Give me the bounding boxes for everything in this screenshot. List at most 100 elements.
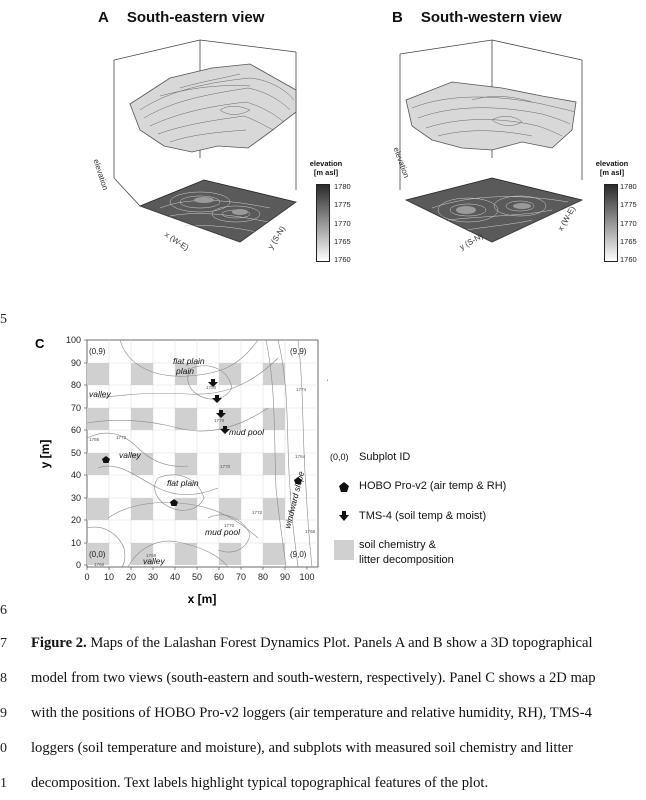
y-tick-label: 70: [71, 403, 81, 413]
colorbar-tick: 1775: [620, 200, 637, 210]
y-tick-labels: 0 10 20 30 40 50 60 70 80 90 100: [66, 335, 81, 570]
y-tick-label: 50: [71, 448, 81, 458]
x-tick-label: 100: [299, 572, 314, 582]
y-tick-label: 0: [76, 560, 81, 570]
contour-label: 1768: [146, 553, 157, 558]
tms-marker: [220, 426, 230, 434]
x-axis-title: x [m]: [188, 592, 217, 606]
legend-soil-label: soil chemistry & litter decomposition: [359, 538, 454, 568]
subplot-id: (0,0): [89, 550, 106, 559]
legend-hobo-marker: [339, 482, 349, 492]
x-tick-label: 80: [258, 572, 268, 582]
contour-label: 1764: [295, 454, 306, 459]
colorbar-title-line2: [m asl]: [313, 167, 339, 177]
axis-ticks: [84, 339, 308, 570]
line-number: 5: [0, 312, 7, 327]
line-number: 6: [0, 603, 7, 618]
tms-marker: [212, 395, 222, 403]
legend-soil-label-line2: litter decomposition: [359, 554, 454, 566]
panel-a-letter: A: [98, 9, 109, 26]
feature-label: flat plain: [173, 356, 205, 366]
colorbar-title-line1: elevation: [595, 159, 629, 168]
legend-subplot-id-symbol: (0,0): [330, 452, 349, 462]
colorbar-tick: 1765: [334, 236, 351, 246]
soil-subplots: [87, 363, 285, 565]
feature-label: mud pool: [205, 527, 241, 537]
hobo-loggers: [102, 456, 302, 506]
panel-c-letter: C: [35, 336, 45, 351]
legend-tms-marker: [339, 511, 349, 521]
y-tick-label: 90: [71, 358, 81, 368]
feature-label: valley: [89, 389, 111, 399]
panel-a-colorbar-title: elevation [m asl]: [300, 159, 352, 177]
y-tick-label: 100: [66, 335, 81, 345]
panel-b-title: B South-western view: [392, 9, 562, 26]
figure-caption-line-2: model from two views (south-eastern and …: [31, 670, 596, 686]
colorbar-tick: 1760: [620, 255, 637, 264]
x-tick-label: 10: [104, 572, 114, 582]
colorbar-tick: 1770: [620, 218, 637, 228]
y-tick-label: 60: [71, 425, 81, 435]
legend-hobo-label: HOBO Pro-v2 (air temp & RH): [359, 480, 507, 492]
feature-label: mud pool: [229, 427, 265, 437]
panel-b-letter: B: [392, 9, 403, 26]
figure-caption-line-1: Figure 2. Maps of the Lalashan Forest Dy…: [31, 636, 593, 651]
panel-b-colorbar-title: elevation [m asl]: [586, 159, 638, 177]
legend-subplot-id-label: Subplot ID: [359, 451, 411, 463]
panel-b-title-text: South-western view: [420, 9, 562, 26]
figure-label: Figure 2.: [31, 635, 87, 651]
legend-soil-swatch: [334, 540, 354, 560]
panel-b-colorbar: [604, 184, 618, 262]
corner-subplot-ids: (0,9) (9,9) (0,0) (9,0): [89, 347, 307, 559]
contour-label: 1780: [206, 385, 217, 390]
contour-label: 1760: [94, 562, 105, 567]
feature-label-plain-word: plain: [175, 366, 194, 376]
line-number: 0: [0, 741, 7, 756]
y-tick-label: 20: [71, 515, 81, 525]
panel-b-colorbar-ticks: 1780 1775 1770 1765 1760: [620, 182, 637, 264]
colorbar-tick: 1780: [620, 182, 637, 191]
x-tick-label: 70: [236, 572, 246, 582]
colorbar-title-line1: elevation: [309, 159, 343, 168]
contour-label: 1770: [220, 464, 231, 469]
panel-b-3d-plot: [399, 39, 584, 243]
tms-loggers: [208, 379, 230, 434]
contour-lines: [86, 339, 313, 568]
x-tick-label: 0: [84, 572, 89, 582]
contour-label: 1772: [252, 510, 263, 515]
contour-label: 1776: [214, 418, 225, 423]
contour-label: 1774: [296, 387, 307, 392]
contour-label: 1772: [116, 435, 127, 440]
line-number: 9: [0, 706, 7, 721]
y-tick-label: 30: [71, 493, 81, 503]
line-number: 1: [0, 776, 7, 791]
tms-marker: [208, 379, 218, 387]
panel-a-3d-plot: [113, 39, 297, 243]
line-number: 7: [0, 636, 7, 651]
subplot-id: (9,9): [290, 347, 307, 356]
hobo-marker: [102, 456, 110, 463]
legend-tms-label: TMS-4 (soil temp & moist): [359, 510, 487, 522]
contour-label: 1770: [224, 523, 235, 528]
hobo-marker: [294, 477, 302, 484]
figure-caption-line-4: loggers (soil temperature and moisture),…: [31, 740, 573, 756]
subplot-id: (9,0): [290, 550, 307, 559]
x-tick-label: 30: [148, 572, 158, 582]
x-tick-label: 20: [126, 572, 136, 582]
caption-text: Maps of the Lalashan Forest Dynamics Plo…: [86, 635, 593, 651]
x-tick-labels: 0 10 20 30 40 50 60 70 80 90 100: [84, 572, 314, 582]
colorbar-tick: 1765: [620, 236, 637, 246]
feature-label: flat plain: [167, 478, 199, 488]
x-tick-label: 40: [170, 572, 180, 582]
x-tick-label: 50: [192, 572, 202, 582]
colorbar-tick: 1770: [334, 218, 351, 228]
hobo-marker: [170, 499, 178, 506]
legend-soil-label-line1: soil chemistry &: [359, 539, 437, 551]
contour-label: 1766: [89, 437, 100, 442]
figure-caption-line-3: with the positions of HOBO Pro-v2 logger…: [31, 705, 592, 721]
y-axis-title: y [m]: [38, 440, 52, 469]
colorbar-tick: 1780: [334, 182, 351, 191]
feature-label: valley: [143, 556, 165, 566]
feature-label: valley: [119, 450, 141, 460]
